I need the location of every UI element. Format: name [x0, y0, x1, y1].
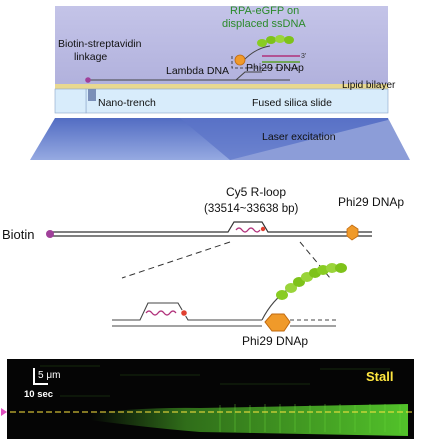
phi29-label-middle: Phi29 DNAp [338, 195, 404, 209]
dashed-box [231, 56, 300, 69]
dsdna-strand-top [50, 221, 372, 233]
rpa-cluster-top [257, 35, 294, 47]
nano-trench [88, 89, 96, 101]
rpa-label-line2: displaced ssDNA [222, 18, 306, 30]
fused-silica-slide [85, 88, 389, 114]
start-position-marker [1, 408, 7, 416]
rloop-rna [235, 227, 261, 233]
kymograph-noise [40, 365, 390, 397]
biotin-label: Biotin [2, 227, 35, 242]
zoom-rna [145, 310, 177, 316]
stall-label: Stall [366, 369, 393, 384]
scale-time-label: 10 sec [24, 389, 53, 400]
strand-end-tick: 3' [301, 53, 306, 60]
rpa-cluster-zoom [276, 263, 347, 300]
scale-bar [33, 368, 48, 385]
laser-cone-right [180, 118, 410, 160]
slide-left-block [54, 88, 87, 114]
lipid-bilayer-label: Lipid bilayer [342, 80, 396, 91]
rpa-label-line1: RPA-eGFP on [230, 5, 299, 17]
lipid-bilayer [55, 84, 388, 89]
kymograph-striations [219, 404, 401, 433]
phi29-dnap-top [234, 54, 246, 66]
top-schematic: 3' RPA-eGFP on displaced ssDNA Biotin-st… [30, 5, 410, 160]
cy5-dot-zoom [180, 309, 188, 317]
phi29-dnap-zoom-hexagon [264, 313, 291, 332]
zoom-line-right [299, 241, 331, 279]
scale-length-label: 5 μm [38, 370, 60, 381]
lambda-dna [88, 71, 262, 81]
laser-excitation-label: Laser excitation [262, 131, 336, 143]
cy5-dot-middle [260, 226, 266, 232]
displaced-ssdna [243, 45, 271, 61]
phi29-label-top: Phi29 DNAp [246, 62, 304, 74]
slide-label: Fused silica slide [252, 97, 332, 109]
flow-chamber [55, 6, 388, 90]
rloop-label-line2: (33514~33638 bp) [204, 203, 298, 215]
middle-schematic: Cy5 R-loop (33514~33638 bp) Biotin Phi29… [2, 185, 404, 348]
biotin-end [46, 230, 54, 238]
rloop-label-line1: Cy5 R-loop [226, 185, 286, 199]
zoom-dsdna-top [112, 302, 262, 321]
zoom-line-left [121, 241, 231, 279]
biotin-anchor-top [85, 77, 91, 83]
phi29-dnap-hexagon [346, 224, 359, 241]
phi29-label-zoom: Phi29 DNAp [242, 334, 308, 348]
nano-trench-label: Nano-trench [98, 97, 156, 109]
kymograph-panel: 5 μm 10 sec Stall [1, 359, 414, 439]
lambda-dna-label: Lambda DNA [166, 65, 229, 77]
biotin-linkage-label-line1: Biotin-streptavidin [58, 38, 142, 50]
biotin-linkage-label-line2: linkage [74, 51, 107, 63]
